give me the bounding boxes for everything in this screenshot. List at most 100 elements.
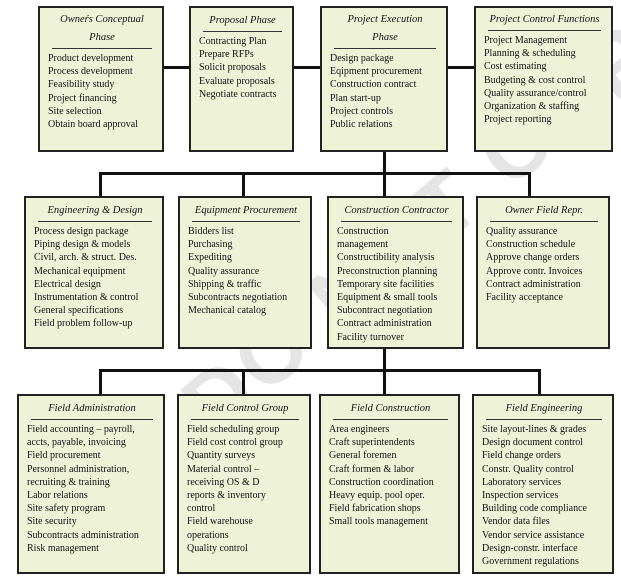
list-item: Site safety program xyxy=(27,503,106,515)
box-title: Owneŕs Conceptual Phase xyxy=(52,11,152,49)
item-list: Field scheduling group Field cost contro… xyxy=(187,423,303,555)
list-item: Feasibility study xyxy=(48,79,115,91)
connector-drop-2b xyxy=(242,369,245,396)
box-field-construction: Field Construction Area engineers Craft … xyxy=(319,394,460,574)
list-item: Quantity surveys xyxy=(187,450,256,462)
list-item: Facility acceptance xyxy=(486,292,563,304)
list-item: Subcontract negotiation xyxy=(337,305,433,317)
list-item: Civil, arch. & struct. Des. xyxy=(34,252,137,264)
list-item: Laboratory services xyxy=(482,476,562,488)
list-item: Construction coordination xyxy=(329,476,434,488)
list-item: Public relations xyxy=(330,119,393,131)
item-list: Construction management Constructibility… xyxy=(337,225,456,344)
list-item: Mechanical equipment xyxy=(34,265,126,277)
list-item: Construction schedule xyxy=(486,239,576,251)
connector-bar-2 xyxy=(99,369,540,372)
list-item: Design package xyxy=(330,53,394,64)
list-item: Plan start-up xyxy=(330,92,381,104)
box-owner-field-repr: Owner Field Repr. Quality assurance Cons… xyxy=(476,196,610,349)
box-title: Owner Field Repr. xyxy=(490,201,598,222)
list-item: Personnel administration, recruiting & t… xyxy=(27,463,130,488)
box-title: Project Control Functions xyxy=(488,11,601,31)
list-item: Project financing xyxy=(48,92,117,104)
list-item: Field scheduling group xyxy=(187,424,280,435)
list-item: Labor relations xyxy=(27,490,88,502)
list-item: Organization & staffing xyxy=(484,101,580,113)
list-item: Project Management xyxy=(484,35,568,46)
item-list: Design package Eqipment procurement Cons… xyxy=(330,52,440,131)
list-item: Process development xyxy=(48,66,133,78)
list-item: Building code compliance xyxy=(482,503,587,515)
list-item: Prepare RFPs xyxy=(199,49,254,61)
box-project-execution-phase: Project Execution Phase Design package E… xyxy=(320,6,448,152)
box-field-engineering: Field Engineering Site layout-lines & gr… xyxy=(472,394,614,574)
connector-row1-c xyxy=(446,66,476,69)
connector-row1-b xyxy=(292,66,322,69)
list-item: Preconstruction planning xyxy=(337,265,438,277)
list-item: Quality assurance/control xyxy=(484,87,587,99)
list-item: Vendor data files xyxy=(482,516,550,528)
list-item: Electrical design xyxy=(34,278,101,290)
item-list: Product development Process development … xyxy=(48,52,156,131)
list-item: General foremen xyxy=(329,450,397,462)
item-list: Bidders list Purchasing Expediting Quali… xyxy=(188,225,304,317)
connector-drop-2c xyxy=(383,369,386,396)
box-title: Proposal Phase xyxy=(203,11,282,32)
list-item: General specifications xyxy=(34,305,124,317)
list-item: Field problem follow-up xyxy=(34,318,133,330)
list-item: Field change orders xyxy=(482,450,561,462)
list-item: Construction management xyxy=(337,226,389,251)
item-list: Project Management Planning & scheduling… xyxy=(484,34,605,126)
box-field-administration: Field Administration Field accounting – … xyxy=(17,394,165,574)
item-list: Contracting Plan Prepare RFPs Solicit pr… xyxy=(199,35,286,101)
connector-down-1 xyxy=(383,150,386,174)
item-list: Quality assurance Construction schedule … xyxy=(486,225,602,304)
list-item: Site selection xyxy=(48,105,102,117)
list-item: Craft superintendents xyxy=(329,437,415,449)
list-item: Contract administration xyxy=(486,278,581,290)
box-field-control-group: Field Control Group Field scheduling gro… xyxy=(177,394,311,574)
box-title: Project Execution Phase xyxy=(334,11,436,49)
connector-bar-1 xyxy=(99,172,530,175)
list-item: Craft formen & labor xyxy=(329,463,415,475)
list-item: Constructibility analysis xyxy=(337,252,435,264)
list-item: Budgeting & cost control xyxy=(484,74,586,86)
box-engineering-design: Engineering & Design Process design pack… xyxy=(24,196,164,349)
box-equipment-procurement: Equipment Procurement Bidders list Purch… xyxy=(178,196,312,349)
list-item: Field accounting – payroll, accts, payab… xyxy=(27,424,135,449)
item-list: Field accounting – payroll, accts, payab… xyxy=(27,423,157,555)
item-list: Area engineers Craft superintendents Gen… xyxy=(329,423,452,529)
list-item: Cost estimating xyxy=(484,61,547,73)
box-title: Field Administration xyxy=(31,399,153,420)
box-title: Field Construction xyxy=(333,399,448,420)
list-item: Government regulations xyxy=(482,556,579,568)
list-item: Field procurement xyxy=(27,450,101,462)
list-item: Temporary site facilities xyxy=(337,278,435,290)
list-item: Field cost control group xyxy=(187,437,283,449)
list-item: Evaluate proposals xyxy=(199,75,275,87)
list-item: Site layout-lines & grades xyxy=(482,424,587,435)
box-project-control-functions: Project Control Functions Project Manage… xyxy=(474,6,613,152)
list-item: Purchasing xyxy=(188,239,233,251)
list-item: Obtain board approval xyxy=(48,119,138,131)
connector-drop-1d xyxy=(528,172,531,198)
list-item: Planning & scheduling xyxy=(484,48,576,60)
connector-drop-2a xyxy=(99,369,102,396)
list-item: Eqipment procurement xyxy=(330,66,422,78)
box-title: Equipment Procurement xyxy=(192,201,300,222)
list-item: Bidders list xyxy=(188,226,234,237)
connector-row1-a xyxy=(163,66,191,69)
list-item: Contracting Plan xyxy=(199,36,267,47)
item-list: Process design package Piping design & m… xyxy=(34,225,156,331)
list-item: Project controls xyxy=(330,105,394,117)
list-item: Shipping & traffic xyxy=(188,278,262,290)
item-list: Site layout-lines & grades Design docume… xyxy=(482,423,606,568)
list-item: Quality assurance xyxy=(188,265,260,277)
list-item: Negotiate contracts xyxy=(199,88,277,100)
list-item: Product development xyxy=(48,53,134,64)
list-item: Expediting xyxy=(188,252,232,264)
list-item: Field warehouse operations xyxy=(187,516,253,541)
box-proposal-phase: Proposal Phase Contracting Plan Prepare … xyxy=(189,6,294,152)
list-item: Site security xyxy=(27,516,77,528)
connector-drop-1a xyxy=(99,172,102,198)
